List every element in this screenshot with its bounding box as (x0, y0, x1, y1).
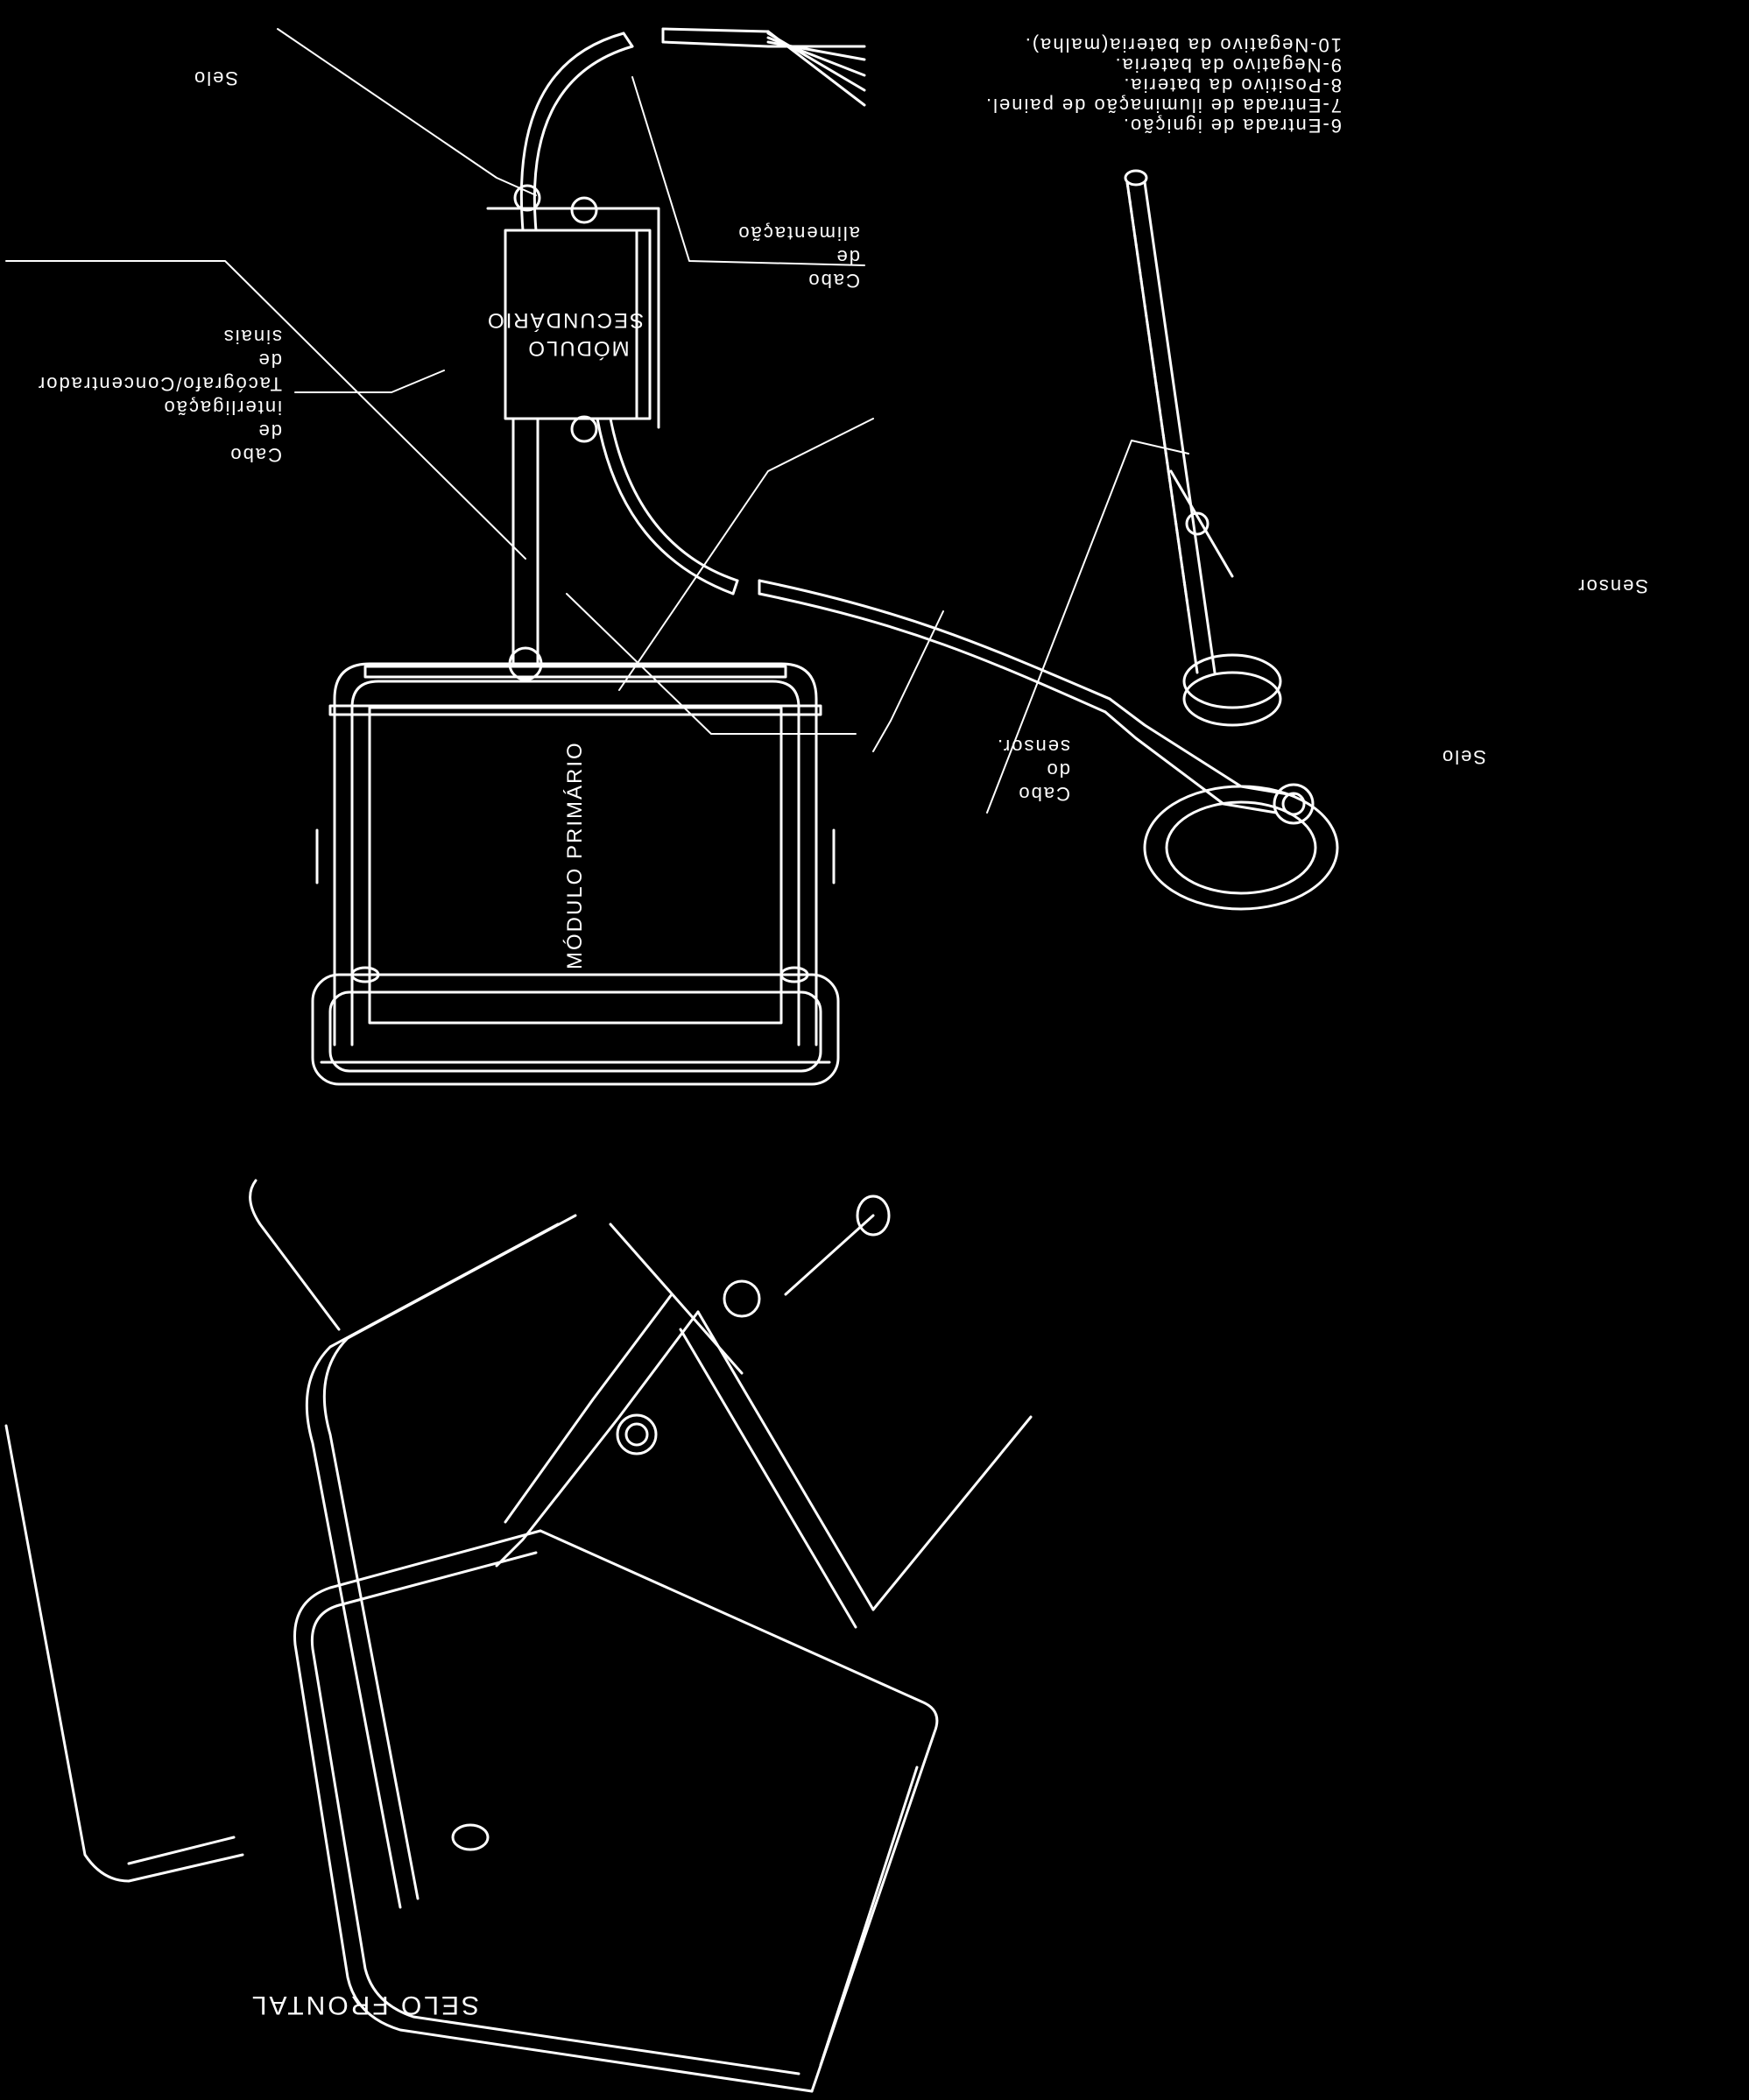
label-line: MÓDULO (526, 336, 630, 360)
wire-label: 8-Positivo da bateria. (1122, 74, 1342, 96)
label-modulo-secundario: MÓDULO SECUNDÁRIO (485, 306, 644, 362)
label-line: SECUNDÁRIO (485, 308, 644, 332)
label-line: Cabo (1017, 783, 1070, 805)
label-line: do (1045, 759, 1070, 781)
primary-module-drawing (313, 419, 838, 1084)
label-wire-list: 6-Entrada de ignição. 7-Entrada de ilumi… (984, 34, 1342, 137)
label-line: sensor. (996, 736, 1070, 758)
label-cabo-sensor: Cabo do sensor. (996, 735, 1070, 806)
label-line: de (835, 246, 860, 268)
label-line: interligação (162, 397, 282, 419)
secondary-module-drawing (488, 186, 659, 441)
label-line: alimentação (737, 222, 860, 244)
label-cabo-alimentacao: Cabo de alimentação (737, 222, 860, 292)
label-line: Cabo (807, 270, 860, 292)
wire-label: 10-Negativo da bateria(malha). (1023, 34, 1342, 56)
leader-lines (6, 29, 1188, 813)
label-line: Cabo (229, 444, 282, 466)
label-selo-top: Selo (192, 67, 238, 89)
sensor-drawing (1105, 171, 1337, 909)
label-line: de (257, 420, 282, 442)
label-selo-sensor: Selo (1440, 746, 1486, 768)
wire-label: 9-Negativo da bateria. (1113, 54, 1342, 76)
open-housing-drawing (6, 1180, 1031, 2091)
label-cabo-interligacao: Cabo de interligação Tacógrafo/Concentra… (37, 325, 282, 467)
label-modulo-primario: MÓDULO PRIMÁRIO (563, 741, 587, 969)
label-line: Tacógrafo/Concentrador (36, 373, 282, 395)
label-line: de (257, 349, 282, 371)
label-sensor: Sensor (1576, 575, 1648, 597)
wire-label: 6-Entrada de ignição. (1121, 115, 1342, 137)
label-line: sinais (222, 326, 282, 348)
wire-label: 7-Entrada de iluminação de painel. (984, 95, 1342, 116)
label-selo-frontal: SELO FRONTAL (249, 1991, 479, 2019)
